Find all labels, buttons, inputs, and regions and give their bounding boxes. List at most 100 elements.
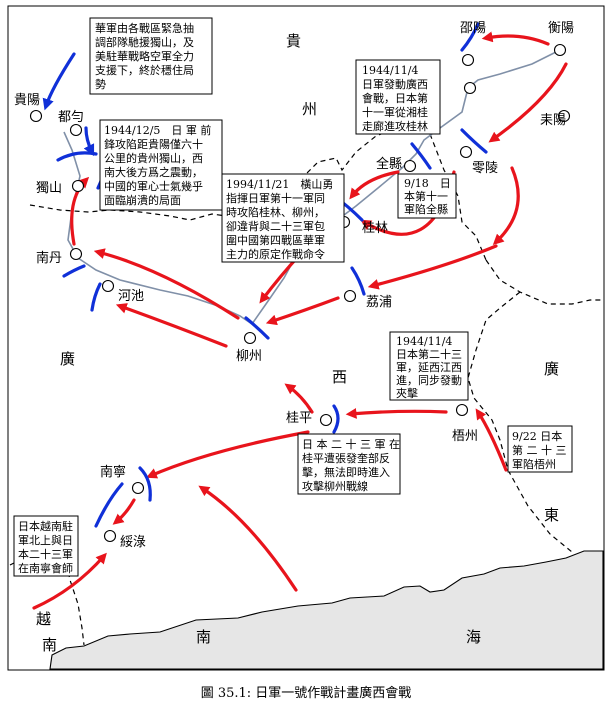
city-label-dushan: 獨山 [36, 181, 62, 196]
city-marker-suilu [103, 529, 117, 543]
defense-line-lingling [460, 128, 488, 154]
note-sep22-line: 9/22 日本 [512, 429, 562, 443]
note-nov4-23rd-army-box [389, 331, 469, 401]
city-marker-nandan [69, 247, 83, 261]
note-reinforce-box [89, 17, 213, 95]
note-sep18: 9/18 日 本第十一 軍陷全縣 [397, 173, 457, 219]
city-marker-hengyang [553, 43, 567, 57]
note-nov21-line: 1994/11/21 橫山勇 [226, 177, 333, 191]
defense-line-dushan [56, 151, 98, 162]
advance-arrow-wuzhou-guiping [345, 408, 448, 419]
note-reinforce: 華軍由各戰區緊急抽 調部隊馳援獨山，及 美駐華戰略空軍全力 支援下，終於穩住局 … [89, 17, 213, 95]
city-marker-guiping [319, 413, 333, 427]
region-guangxi-2: 西 [332, 368, 347, 386]
figure-caption: 圖 35.1: 日軍一號作戰計畫廣西會戰 [201, 685, 412, 701]
region-guizhou-1: 貴 [286, 32, 301, 50]
defense-line-nandan [62, 264, 86, 278]
note-reinforce-line: 華軍由各戰區緊急抽 [95, 21, 194, 35]
city-marker-shaoyang [461, 53, 475, 67]
note-sep18-line: 本第十一 [404, 189, 448, 203]
note-nov4-23rd-army-line: 夾擊 [396, 386, 418, 400]
advance-arrow-vietnam-north [32, 552, 107, 610]
note-guiping-stop-line: 擊，無法即時進入 [302, 465, 390, 479]
note-sep22-box [507, 425, 573, 473]
city-label-liuzhou: 柳州 [236, 349, 262, 364]
city-marker-quanxian [403, 159, 417, 173]
city-markers [29, 43, 571, 543]
note-nov4-11th-army-line: 走廊進攻桂林 [362, 119, 428, 133]
advance-arrow-liuzhou-nandan [93, 248, 240, 320]
note-reinforce-line: 支援下，終於穩住局 [95, 63, 194, 77]
note-nov21-line: 主力的原定作戰命令 [226, 247, 325, 261]
city-marker-duyun [69, 123, 83, 137]
note-nov4-11th-army-line: 十一軍從湘桂 [362, 105, 428, 119]
coastline [49, 550, 604, 670]
city-marker-guiyang [29, 109, 43, 123]
advance-arrow-quanxian-guilin [349, 170, 400, 200]
city-marker-wuzhou [455, 403, 469, 417]
note-nov4-11th-army-box [355, 59, 441, 135]
defense-line-guiping [332, 404, 340, 434]
advance-arrow-south-coast [198, 485, 298, 592]
city-label-lingling: 零陵 [472, 161, 498, 176]
advance-arrow-nanning-suilu [112, 498, 136, 525]
note-nov4-11th-army-line: 會戰，日本第 [362, 91, 428, 105]
city-marker-lipu [343, 289, 357, 303]
region-guangdong-1: 廣 [544, 360, 559, 378]
region-sea-1: 南 [196, 628, 211, 646]
note-nov4-23rd-army-line: 1944/11/4 [396, 335, 452, 348]
region-labels: 貴 州 廣 西 廣 東 越 南 南 海 [36, 32, 559, 654]
note-sep22-line: 軍陷梧州 [512, 457, 556, 471]
note-dec5-line: 中國的軍心士氣幾乎 [104, 179, 203, 193]
city-marker-junction [463, 81, 477, 95]
defense-line-shaoyang [460, 22, 480, 52]
note-reinforce-line: 調部隊馳援獨山，及 [95, 35, 194, 49]
japanese-advances [32, 31, 568, 610]
note-guiping-stop-box [297, 433, 401, 495]
advance-arrow-leiyang-lingling [488, 62, 568, 143]
city-label-suilu: 綏淥 [120, 535, 146, 550]
region-guizhou-2: 州 [302, 100, 317, 118]
city-label-nanning: 南寧 [100, 464, 126, 480]
note-nov21-line: 卻違背與二十三軍包 [226, 219, 325, 233]
note-sep22: 9/22 日本 第 二 十 三 軍陷梧州 [507, 425, 573, 473]
city-labels: 邵陽 衡陽 耒陽 貴陽 都勻 獨山 全縣 零陵 桂林 南丹 河池 荔浦 柳州 桂… [14, 21, 574, 550]
note-guiping-stop-line: 日 本 二 十 三 軍 在 [302, 437, 400, 451]
note-nov21: 1994/11/21 橫山勇 指揮日軍第十一軍同 時攻陷桂林、柳州， 卻違背與二… [221, 173, 345, 263]
defense-line-vietnam-border [94, 482, 124, 528]
chinese-counterattacks [42, 22, 488, 528]
city-label-guiping: 桂平 [286, 411, 312, 426]
note-dec5-line: 公里的貴州獨山，西 [104, 151, 203, 165]
city-label-quanxian: 全縣 [376, 156, 402, 172]
advance-arrow-guiping-north [284, 383, 314, 414]
city-label-nandan: 南丹 [36, 250, 62, 266]
note-sep18-box [397, 173, 457, 219]
note-nov4-11th-army: 1944/11/4 日軍發動廣西 會戰，日本第 十一軍從湘桂 走廊進攻桂林 [355, 59, 441, 135]
map-frame [7, 5, 605, 671]
advance-arrow-liuzhou-hechi [115, 303, 228, 348]
city-label-guiyang: 貴陽 [14, 93, 40, 108]
city-label-lipu: 荔浦 [366, 295, 392, 310]
defense-line-quanxian [410, 142, 432, 170]
note-sep18-line: 軍陷全縣 [404, 202, 448, 216]
advance-arrow-lipu-liuzhou [265, 296, 340, 326]
city-label-hechi: 河池 [118, 289, 144, 304]
city-label-duyun: 都勻 [58, 110, 84, 125]
note-dec5-line: 鋒攻陷距貴陽僅六十 [104, 137, 203, 151]
note-nov4-23rd-army-line: 日本第二十三 [396, 347, 462, 361]
note-vietnam-north-line: 日本越南駐 [18, 519, 73, 533]
city-marker-lingling [459, 145, 473, 159]
guangxi-guangdong-border [485, 259, 603, 305]
note-sep18-line: 9/18 日 [404, 177, 451, 190]
note-vietnam-north-line: 在南寧會師 [18, 561, 73, 575]
note-nov21-line: 圍中國第四戰區華軍 [226, 233, 325, 247]
city-marker-liuzhou [243, 331, 257, 345]
defense-line-liuzhou [244, 316, 270, 340]
note-nov4-11th-army-line: 日軍發動廣西 [362, 77, 428, 91]
note-reinforce-line: 美駐華戰略空軍全力 [95, 49, 194, 63]
city-marker-dushan [71, 179, 85, 193]
region-guangxi-1: 廣 [60, 350, 75, 368]
note-guiping-stop: 日 本 二 十 三 軍 在 桂平遭張發奎部反 擊，無法即時進入 攻擊柳州戰線 [297, 433, 401, 495]
advance-arrow-to-wuzhou [475, 408, 508, 472]
